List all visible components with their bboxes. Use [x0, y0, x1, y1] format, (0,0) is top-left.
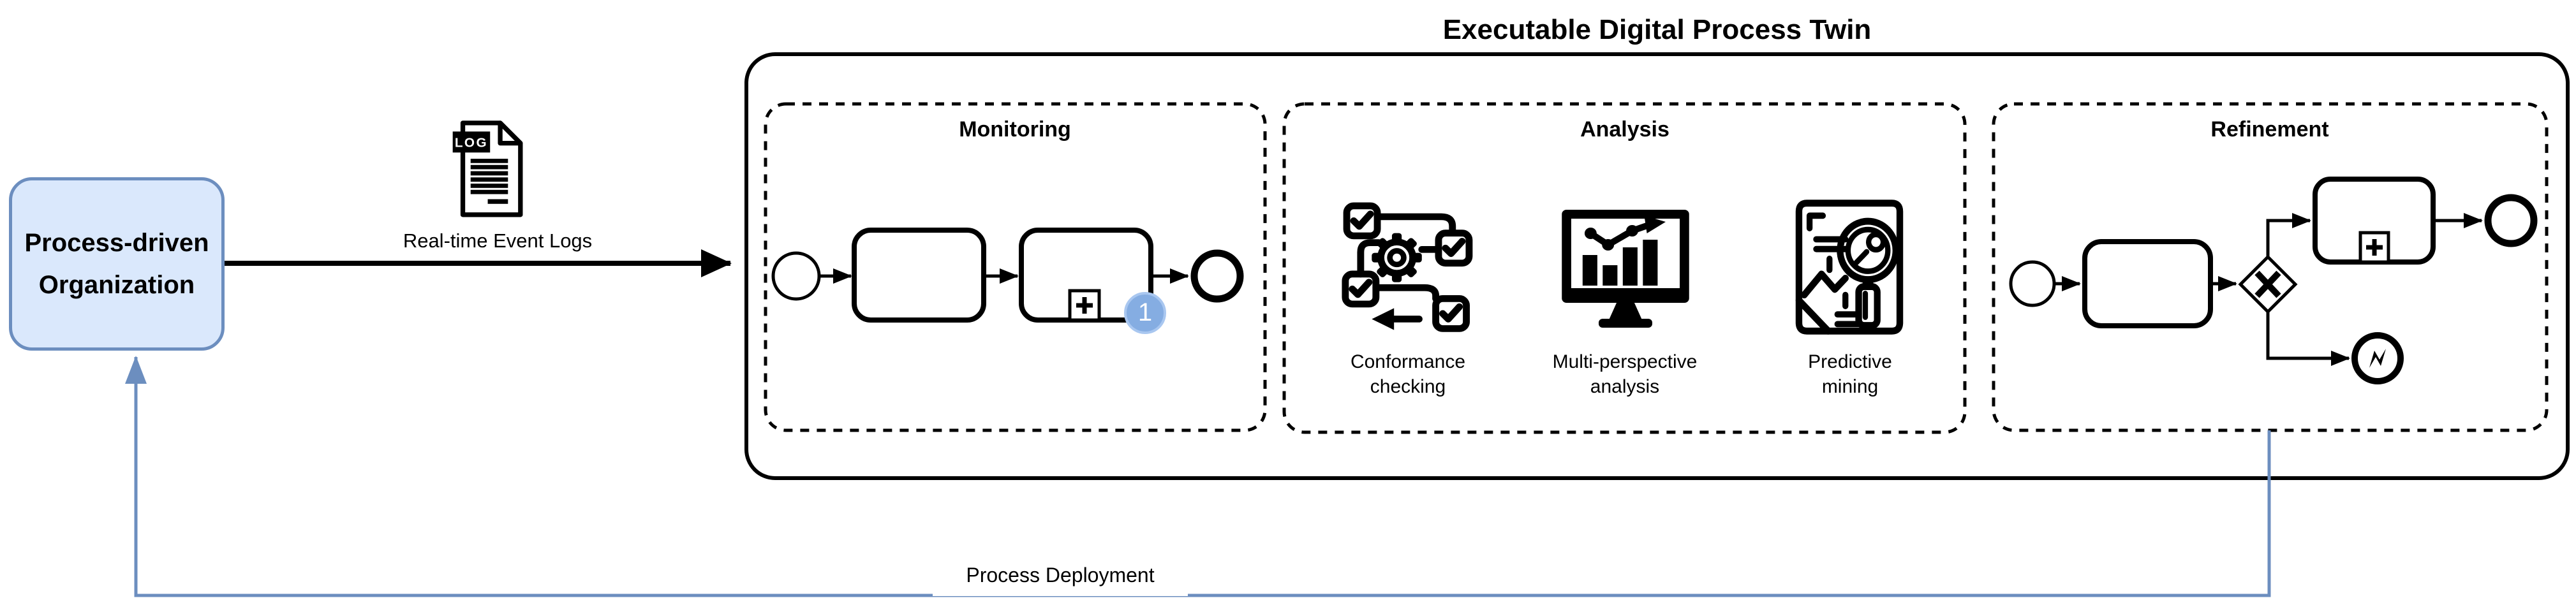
caption-line2: checking	[1370, 376, 1446, 397]
section-title-refinement: Refinement	[2210, 117, 2329, 142]
event-logs-label: Real-time Event Logs	[403, 230, 593, 252]
caption-line2: analysis	[1590, 376, 1660, 397]
caption-multi-perspective-analysis: Multi-perspective analysis	[1516, 349, 1733, 399]
caption-line2: mining	[1821, 376, 1879, 397]
predictive-mining-icon	[1795, 200, 1904, 335]
bpmn-refinement	[2009, 177, 2538, 384]
deployment-feedback-arrow	[125, 356, 2271, 597]
caption-predictive-mining: Predictive mining	[1742, 349, 1958, 399]
start-event	[2009, 260, 2056, 307]
task	[2082, 239, 2213, 328]
caption-line1: Predictive	[1808, 351, 1892, 372]
section-title-analysis: Analysis	[1580, 117, 1669, 142]
org-label-line2: Organization	[38, 271, 195, 299]
error-bolt-icon	[2369, 349, 2386, 368]
caption-line1: Conformance	[1350, 351, 1466, 372]
task	[852, 228, 986, 323]
conformance-checking-icon	[1342, 202, 1473, 332]
diagram-title: Executable Digital Process Twin	[1442, 14, 1872, 45]
end-event	[1190, 249, 1244, 303]
bpmn-monitoring	[771, 228, 1244, 323]
caption-conformance-checking: Conformance checking	[1299, 349, 1516, 399]
twin-container-frame	[744, 52, 2570, 480]
log-icon-text: LOG	[455, 136, 488, 150]
monitoring-section-frame	[764, 102, 1267, 432]
analysis-section-frame	[1282, 102, 1967, 434]
org-label-line1: Process-driven	[24, 229, 209, 257]
deployment-label: Process Deployment	[933, 564, 1188, 596]
process-driven-organization-box: Process-driven Organization	[9, 177, 225, 351]
section-title-monitoring: Monitoring	[959, 117, 1071, 142]
multi-perspective-analysis-icon	[1562, 210, 1689, 328]
caption-line1: Multi-perspective	[1552, 351, 1698, 372]
event-log-file-icon: LOG	[452, 120, 523, 217]
instance-count-badge: 1	[1124, 292, 1166, 334]
start-event	[771, 251, 821, 301]
end-event	[2484, 194, 2538, 247]
